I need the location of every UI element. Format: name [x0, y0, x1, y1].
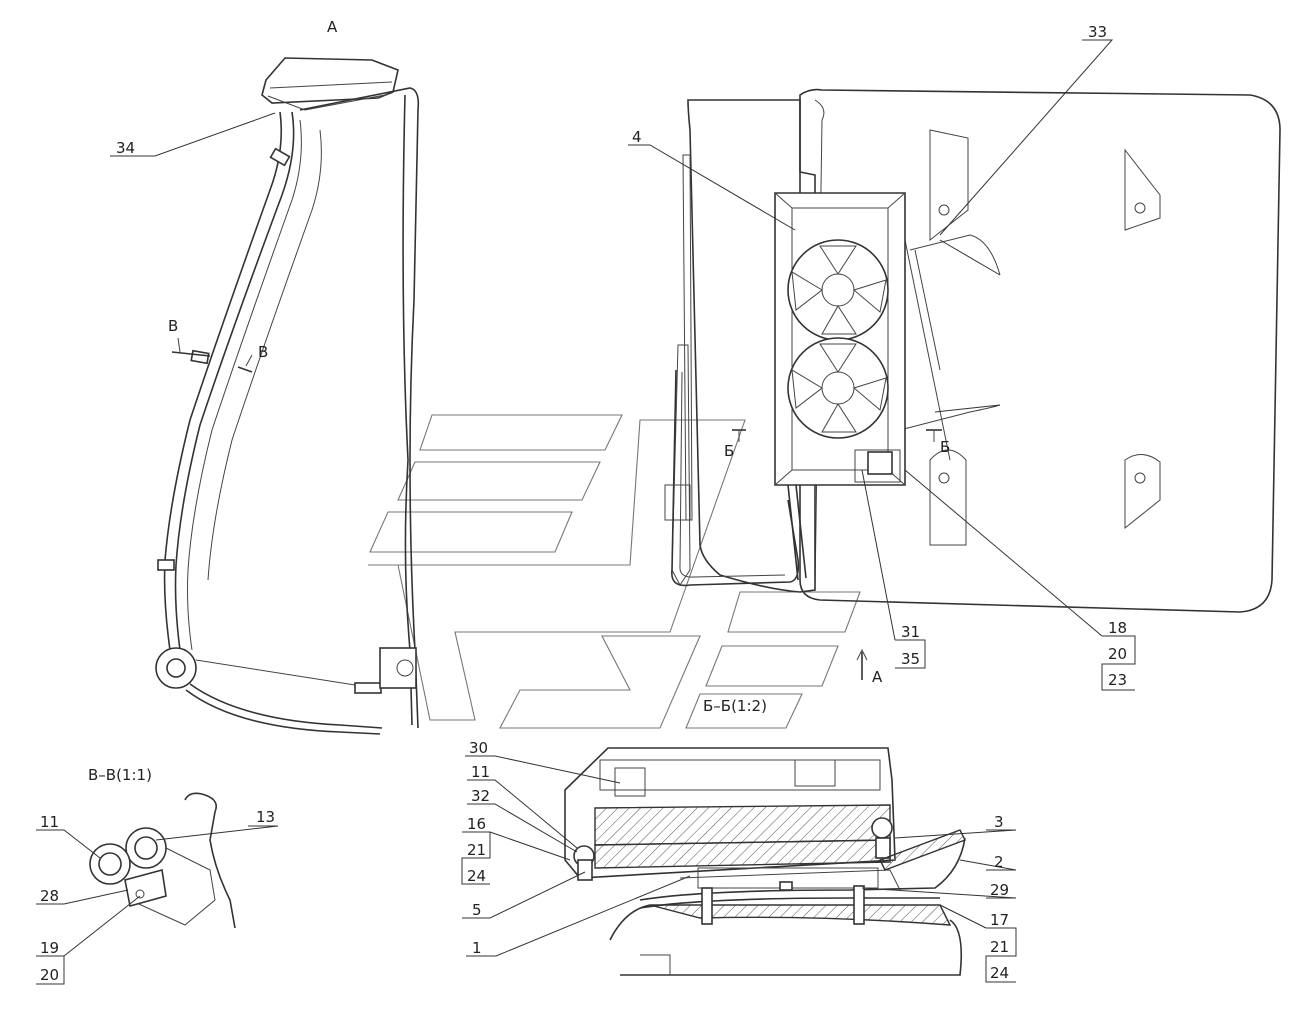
callout-numbers: 34 4 33 31 35 18 20 23 30 11 32 16 21 24…: [40, 23, 1127, 984]
callout-20: 20: [1108, 645, 1127, 663]
callout-32: 32: [471, 787, 490, 805]
callout-18: 18: [1108, 619, 1127, 637]
section-b-right-label: Б: [940, 438, 950, 456]
callout-17: 17: [990, 911, 1009, 929]
callout-11: 11: [471, 763, 490, 781]
callout-24: 24: [467, 867, 486, 885]
callout-35: 35: [901, 650, 920, 668]
callout-21b: 21: [990, 938, 1009, 956]
callout-4: 4: [632, 128, 642, 146]
callout-1: 1: [472, 939, 482, 957]
view-a-label: А: [327, 18, 338, 36]
callout-29: 29: [990, 881, 1009, 899]
callout-24b: 24: [990, 964, 1009, 982]
section-vv: [89, 792, 236, 929]
callout-vv-28: 28: [40, 887, 59, 905]
callout-21: 21: [467, 841, 486, 859]
callout-vv-13: 13: [256, 808, 275, 826]
callout-3: 3: [994, 813, 1004, 831]
callout-33: 33: [1088, 23, 1107, 41]
section-vv-title: В–В(1:1): [88, 766, 152, 784]
callout-16: 16: [467, 815, 486, 833]
callout-vv-19: 19: [40, 939, 59, 957]
callout-vv-20: 20: [40, 966, 59, 984]
callout-31: 31: [901, 623, 920, 641]
callout-30: 30: [469, 739, 488, 757]
callout-2: 2: [994, 853, 1004, 871]
callout-34: 34: [116, 139, 135, 157]
fan-1-icon: [787, 239, 889, 341]
callout-23: 23: [1108, 671, 1127, 689]
leader-lines: [36, 39, 1136, 985]
arrow-a-label: А: [872, 668, 883, 686]
callout-5: 5: [472, 901, 482, 919]
fan-2-icon: [787, 337, 889, 439]
top-view-cab: [664, 88, 1281, 680]
section-v-left-label: В: [168, 317, 178, 335]
view-a-side-cab: [155, 57, 420, 735]
section-b-left-label: Б: [724, 442, 734, 460]
section-bb: [564, 747, 966, 976]
view-labels: А В В Б Б А Б–Б(1:2) В–В(1:1): [88, 18, 950, 784]
section-v-right-label: В: [258, 343, 268, 361]
callout-vv-11: 11: [40, 813, 59, 831]
section-bb-title: Б–Б(1:2): [703, 697, 767, 715]
